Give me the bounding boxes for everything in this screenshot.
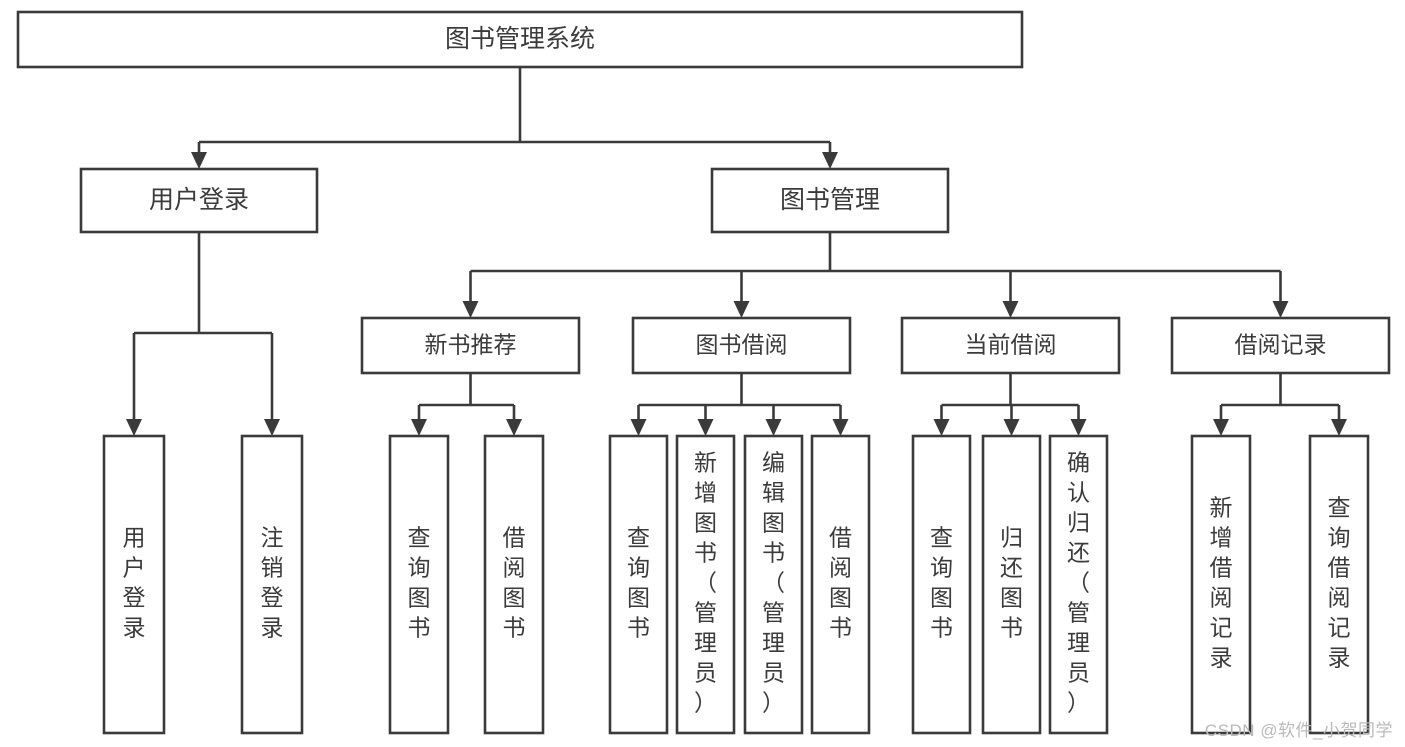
node-label: 当前借阅 [965,332,1057,358]
arrow-head [933,419,950,436]
node-add-book-admin[interactable]: 新增图书（管理员） [675,434,736,735]
node-label: 编辑图书（管理员） [762,450,785,716]
arrow-head [630,419,647,436]
arrow-head [126,419,142,436]
arrow-head [697,419,714,436]
node-label: 新增图书（管理员） [694,450,717,716]
node-book-borrow[interactable]: 图书借阅 [631,316,852,375]
node-label: 查询图书 [627,525,650,641]
arrow-head [1272,301,1289,318]
node-label: 新增借阅记录 [1210,495,1233,671]
arrow-head [733,301,750,318]
node-label: 查询图书 [408,525,431,641]
arrow-head [765,419,782,436]
node-edit-book-admin[interactable]: 编辑图书（管理员） [743,434,804,735]
node-query-book-1[interactable]: 查询图书 [388,434,450,735]
node-query-book-2[interactable]: 查询图书 [608,434,669,735]
node-label: 借阅图书 [503,525,526,641]
node-label: 确认归还（管理员） [1067,450,1090,716]
node-borrow-book-1[interactable]: 借阅图书 [483,434,545,735]
arrow-head [1213,419,1229,436]
connector-layer [126,67,1347,436]
arrow-head [411,419,427,436]
node-user-login[interactable]: 用户登录 [79,167,319,234]
node-confirm-return-admin[interactable]: 确认归还（管理员） [1048,434,1109,735]
node-current-borrow[interactable]: 当前借阅 [900,316,1121,375]
node-query-borrow-record[interactable]: 查询借阅记录 [1308,434,1370,735]
node-user-login-action[interactable]: 用户登录 [102,434,166,735]
node-label: 用户登录 [123,525,146,641]
node-label: 图书管理 [780,186,880,214]
arrow-head [191,152,207,169]
node-label: 新书推荐 [425,332,517,358]
node-book-management[interactable]: 图书管理 [710,167,950,234]
node-query-book-3[interactable]: 查询图书 [911,434,972,735]
node-label: 查询借阅记录 [1328,495,1351,671]
node-label: 借阅图书 [829,525,852,641]
node-borrow-records[interactable]: 借阅记录 [1170,316,1391,375]
node-label: 归还图书 [1000,525,1023,641]
arrow-head [1331,419,1347,436]
arrow-head [462,301,479,318]
node-add-borrow-record[interactable]: 新增借阅记录 [1190,434,1252,735]
arrow-head [832,419,849,436]
node-borrow-book-2[interactable]: 借阅图书 [810,434,871,735]
node-label: 借阅记录 [1235,332,1327,358]
node-return-book[interactable]: 归还图书 [981,434,1042,735]
arrow-head [506,419,522,436]
arrow-head [822,152,838,169]
arrow-head [1002,301,1019,318]
node-label: 查询图书 [930,525,953,641]
node-user-logout-action[interactable]: 注销登录 [240,434,304,735]
arrow-head [264,419,280,436]
node-label: 注销登录 [261,525,284,641]
node-root[interactable]: 图书管理系统 [16,10,1024,69]
arrow-head [1003,419,1020,436]
node-new-book-recommend[interactable]: 新书推荐 [360,316,581,375]
arrow-head [1070,419,1087,436]
node-label: 图书管理系统 [445,25,595,53]
node-label: 用户登录 [149,186,249,214]
node-label: 图书借阅 [696,332,788,358]
